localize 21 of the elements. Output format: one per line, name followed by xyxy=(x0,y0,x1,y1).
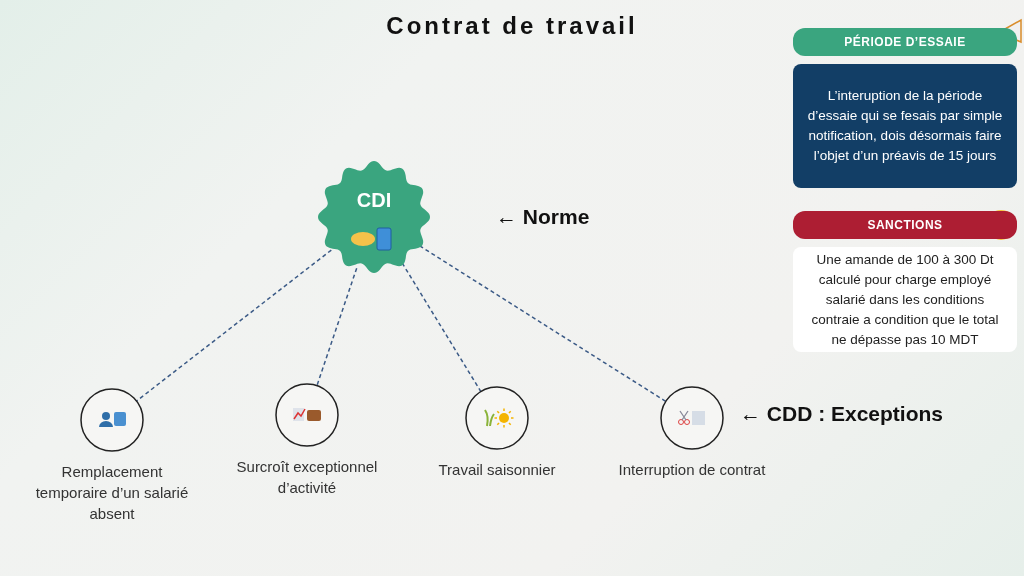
node-caption: Travail saisonnier xyxy=(437,460,557,480)
side-label: ← CDD : Exceptions xyxy=(740,402,944,426)
dashed-connector xyxy=(135,249,333,402)
title: Contrat de travail xyxy=(385,12,639,40)
dashed-connector xyxy=(316,267,358,387)
text-panel: L’interuption de la période d’essaie qui se fesais par simple notification, dois désormais faire l’objet d’un préavis de 15 jours xyxy=(793,64,1017,188)
circle-node xyxy=(275,383,339,447)
node-caption: Remplacement temporaire d’un salarié absent xyxy=(34,462,190,524)
node-caption: Interruption de contrat xyxy=(617,460,767,480)
section-header: PÉRIODE D’ESSAIE xyxy=(793,28,1017,56)
node-caption: Surcroît exceptionnel d’activité xyxy=(235,457,379,498)
circle-node xyxy=(465,386,529,450)
side-label: ← Norme xyxy=(496,205,590,229)
text-panel: Une amande de 100 à 300 Dt calculé pour charge employé salarié dans les conditions contraie a condition que le total ne dépasse pas 10 MDT xyxy=(793,247,1017,352)
node-title: CDI xyxy=(355,189,393,212)
circle-node xyxy=(660,386,724,450)
section-header: SANCTIONS xyxy=(793,211,1017,239)
dashed-connector xyxy=(418,245,667,403)
badge-shape xyxy=(318,161,430,273)
dashed-connector xyxy=(401,262,482,393)
circle-node xyxy=(80,388,144,452)
